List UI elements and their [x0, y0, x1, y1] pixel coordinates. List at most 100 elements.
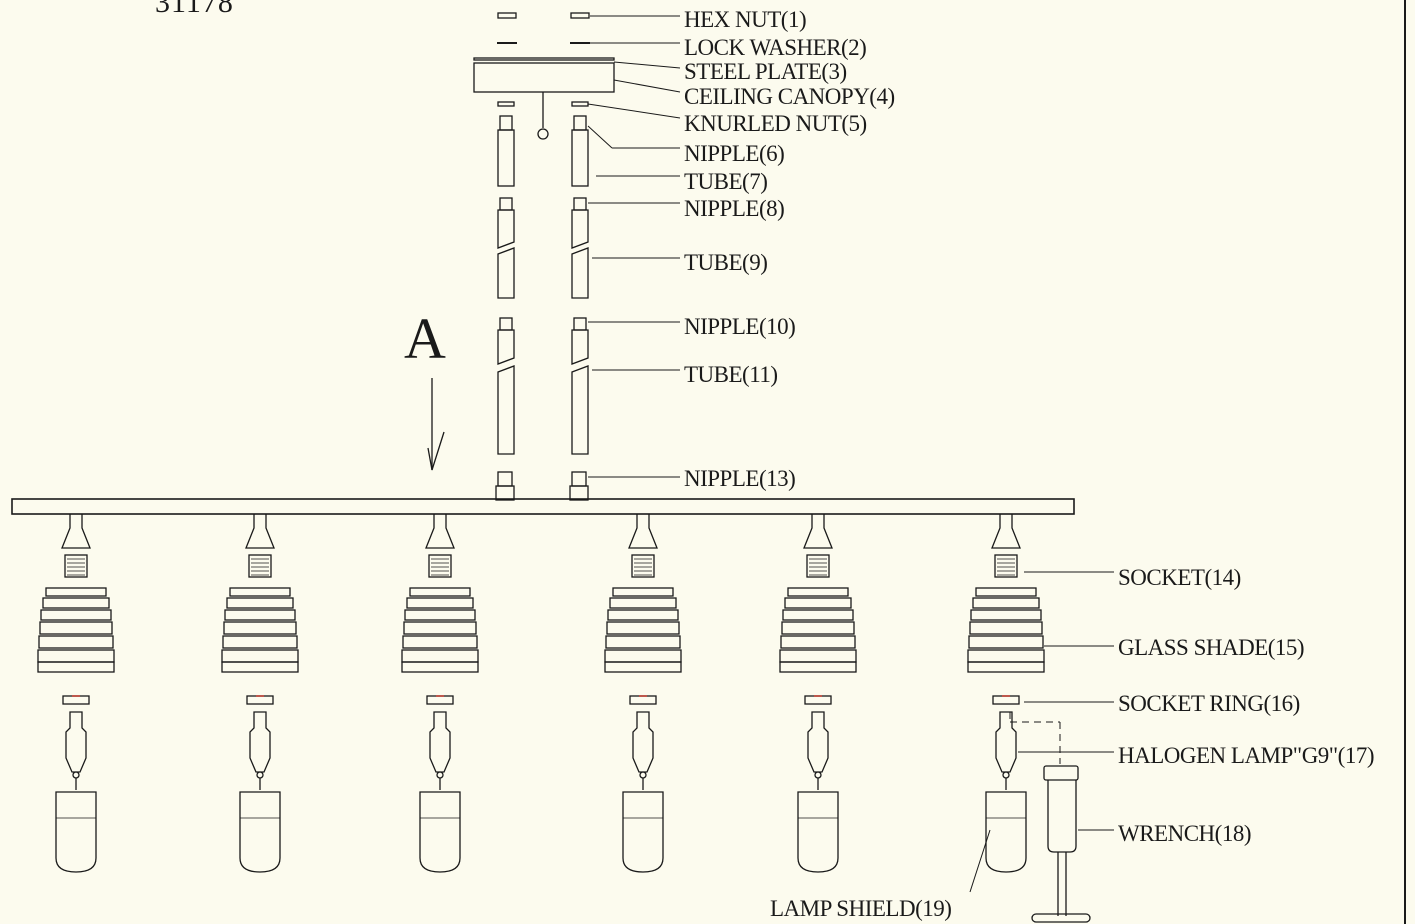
label-tube-7: TUBE(7) — [684, 169, 768, 194]
glass-shade-ring — [612, 587, 674, 597]
lamp-shield — [419, 791, 461, 873]
socket-ring — [804, 695, 832, 705]
ceiling-canopy — [473, 62, 615, 93]
pendant-assembly — [779, 514, 857, 873]
glass-shade-ring — [609, 597, 677, 609]
socket-cup — [245, 514, 275, 549]
glass-shade-ring — [972, 597, 1040, 609]
view-arrow — [427, 378, 445, 471]
socket-ring — [426, 695, 454, 705]
glass-shade-ring — [975, 587, 1037, 597]
glass-shade-ring — [37, 661, 115, 673]
glass-shade-ring — [606, 621, 680, 635]
label-wrench: WRENCH(18) — [1118, 821, 1251, 846]
label-ceiling-canopy: CEILING CANOPY(4) — [684, 84, 895, 109]
glass-shade-ring — [970, 609, 1042, 621]
lamp-shield — [985, 791, 1027, 873]
socket — [64, 554, 88, 578]
glass-shade-ring — [604, 649, 682, 663]
halogen-lamp — [249, 711, 271, 773]
glass-shade-ring — [401, 661, 479, 673]
glass-shade-ring — [40, 609, 112, 621]
glass-shade-ring — [782, 609, 854, 621]
lamp-pin — [814, 771, 822, 779]
label-socket: SOCKET(14) — [1118, 565, 1241, 590]
socket-cup — [991, 514, 1021, 549]
socket-cup — [61, 514, 91, 549]
pendant-assembly — [604, 514, 682, 873]
lamp-pin — [436, 771, 444, 779]
socket-cup — [803, 514, 833, 549]
pendant-assemblies — [37, 514, 1045, 873]
glass-shade-ring — [787, 587, 849, 597]
label-lock-washer: LOCK WASHER(2) — [684, 35, 867, 60]
socket — [994, 554, 1018, 578]
glass-shade-ring — [222, 635, 298, 649]
lamp-shield — [239, 791, 281, 873]
glass-shade-ring — [969, 621, 1043, 635]
glass-shade-ring — [42, 597, 110, 609]
view-marker-letter: A — [404, 306, 446, 371]
socket — [248, 554, 272, 578]
lamp-shield — [55, 791, 97, 873]
halogen-lamp — [632, 711, 654, 773]
lamp-pin — [72, 771, 80, 779]
halogen-lamp — [807, 711, 829, 773]
label-tube-9: TUBE(9) — [684, 250, 768, 275]
label-hex-nut: HEX NUT(1) — [684, 7, 807, 32]
socket-cup — [425, 514, 455, 549]
glass-shade-ring — [221, 661, 299, 673]
glass-shade-ring — [226, 597, 294, 609]
glass-shade-ring — [404, 609, 476, 621]
socket — [428, 554, 452, 578]
glass-shade-ring — [784, 597, 852, 609]
halogen-lamp — [429, 711, 451, 773]
socket-cup — [628, 514, 658, 549]
glass-shade-ring — [402, 635, 478, 649]
glass-shade-ring — [224, 609, 296, 621]
pendant-assembly — [401, 514, 479, 873]
glass-shade-ring — [401, 649, 479, 663]
leader-lines — [587, 15, 1114, 893]
glass-shade-ring — [607, 609, 679, 621]
glass-shade-ring — [37, 649, 115, 663]
glass-shade-ring — [223, 621, 297, 635]
steel-plate — [473, 57, 615, 61]
label-halogen-lamp: HALOGEN LAMP"G9"(17) — [1118, 743, 1375, 768]
lamp-shield — [797, 791, 839, 873]
wrench-guide — [1009, 712, 1061, 764]
lamp-shield — [622, 791, 664, 873]
wrench — [1031, 765, 1091, 923]
glass-shade-ring — [968, 635, 1044, 649]
glass-shade-ring — [780, 635, 856, 649]
model-number: 31178 — [155, 0, 234, 19]
mounting-bar — [11, 498, 1075, 515]
glass-shade-ring — [967, 649, 1045, 663]
lamp-pin — [256, 771, 264, 779]
label-nipple-6: NIPPLE(6) — [684, 141, 785, 166]
pendant-assembly — [37, 514, 115, 873]
glass-shade-ring — [45, 587, 107, 597]
label-nipple-8: NIPPLE(8) — [684, 196, 785, 221]
pendant-assembly — [967, 514, 1045, 873]
glass-shade-ring — [38, 635, 114, 649]
stem-right — [569, 115, 589, 501]
label-nipple-13: NIPPLE(13) — [684, 466, 796, 491]
glass-shade-ring — [967, 661, 1045, 673]
label-steel-plate: STEEL PLATE(3) — [684, 59, 847, 84]
glass-shade-ring — [409, 587, 471, 597]
label-lamp-shield: LAMP SHIELD(19) — [770, 896, 952, 921]
glass-shade-ring — [229, 587, 291, 597]
halogen-lamp — [65, 711, 87, 773]
lamp-pin — [1002, 771, 1010, 779]
socket-ring — [629, 695, 657, 705]
glass-shade-ring — [604, 661, 682, 673]
socket — [806, 554, 830, 578]
label-nipple-10: NIPPLE(10) — [684, 314, 796, 339]
socket-ring — [246, 695, 274, 705]
label-glass-shade: GLASS SHADE(15) — [1118, 635, 1305, 660]
glass-shade-ring — [39, 621, 113, 635]
label-knurled-nut: KNURLED NUT(5) — [684, 111, 867, 136]
socket-ring — [62, 695, 90, 705]
